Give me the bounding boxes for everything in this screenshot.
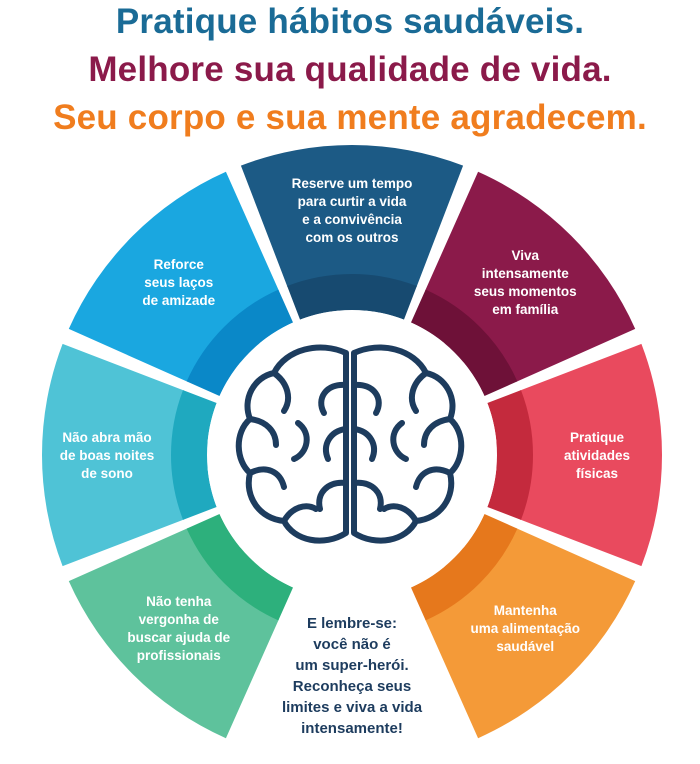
segment-sleep-inner-band: [170, 390, 217, 520]
segment-family-inner-band: [410, 289, 518, 397]
segment-nutrition: [425, 528, 636, 739]
label-line: Não tenha: [146, 594, 212, 609]
segment-help: [68, 528, 279, 739]
segment-physical-label: Pratique atividades físicas: [564, 430, 630, 481]
label-line: Não abra mão: [62, 430, 151, 445]
segment-nutrition-inner-band: [410, 513, 518, 621]
center-message-line: E lembre-se:: [307, 615, 397, 632]
segment-nutrition-label: Mantenha uma alimentação saudável: [470, 603, 580, 654]
label-line: seus laços: [144, 275, 213, 290]
segment-friendship-inner-band: [186, 289, 294, 397]
label-line: de sono: [81, 466, 133, 481]
label-line: físicas: [576, 466, 618, 481]
wheel-segments: [41, 145, 662, 739]
label-line: Reforce: [154, 257, 205, 272]
center-message-line: um super-herói.: [295, 657, 408, 674]
segment-physical: [520, 343, 662, 567]
segment-leisure: [240, 145, 464, 287]
label-line: saudável: [496, 639, 554, 654]
label-line: seus momentos: [474, 284, 577, 299]
segment-friendship: [68, 171, 279, 382]
label-line: para curtir a vida: [298, 194, 407, 209]
label-line: Pratique: [570, 430, 625, 445]
label-line: intensamente: [482, 266, 570, 281]
brain-icon: [235, 344, 465, 544]
label-line: Reserve um tempo: [292, 176, 413, 191]
segment-leisure-inner-band: [287, 274, 417, 320]
segment-leisure-label: Reserve um tempo para curtir a vida e a co…: [292, 176, 413, 245]
label-line: uma alimentação: [470, 621, 580, 636]
label-line: Mantenha: [494, 603, 557, 618]
label-line: com os outros: [305, 230, 398, 245]
segment-help-inner-band: [186, 513, 294, 621]
center-message-line: limites e viva a vida: [282, 699, 423, 716]
center-message-line: intensamente!: [301, 720, 403, 737]
label-line: de boas noites: [60, 448, 155, 463]
segment-friendship-label: Reforce seus laços de amizade: [142, 257, 215, 308]
headline-3: Seu corpo e sua mente agradecem.: [53, 98, 647, 137]
center-message-line: você não é: [313, 636, 391, 653]
label-line: buscar ajuda de: [127, 630, 230, 645]
center-message: E lembre-se: você não é um super-herói. Rec…: [282, 615, 423, 737]
segment-family-label: Viva intensamente seus momentos em família: [474, 248, 577, 317]
center-message-line: Reconheça seus: [293, 678, 411, 695]
label-line: em família: [492, 302, 559, 317]
label-line: e a convivência: [302, 212, 402, 227]
segment-sleep: [41, 343, 184, 567]
label-line: profissionais: [137, 648, 221, 663]
label-line: atividades: [564, 448, 630, 463]
segment-family: [425, 171, 636, 382]
segment-physical-inner-band: [487, 390, 533, 520]
label-line: de amizade: [142, 293, 215, 308]
label-line: Viva: [511, 248, 539, 263]
label-line: vergonha de: [139, 612, 220, 627]
headline-1: Pratique hábitos saudáveis.: [115, 2, 585, 41]
headline-2: Melhore sua qualidade de vida.: [88, 50, 612, 89]
segment-help-label: Não tenha vergonha de buscar ajuda de profi…: [127, 594, 230, 663]
wheel-labels: Reserve um tempo para curtir a vida e a co…: [60, 176, 630, 663]
segment-sleep-label: Não abra mão de boas noites de sono: [60, 430, 155, 481]
